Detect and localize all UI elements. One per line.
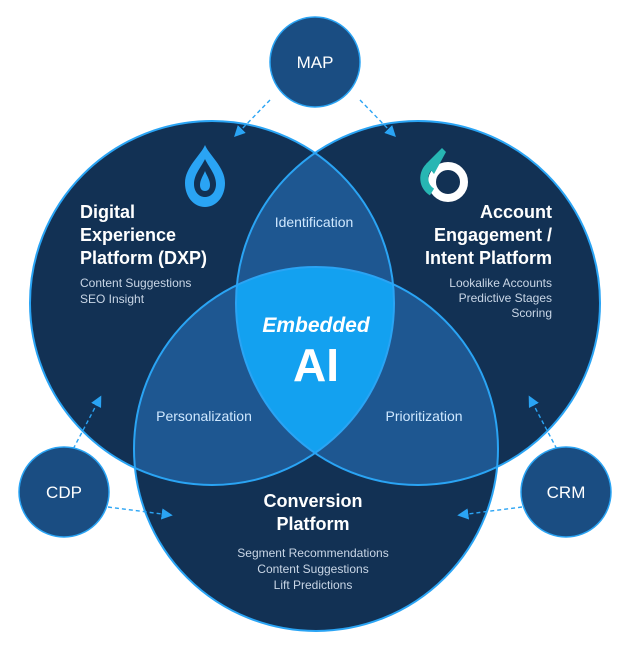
arrow-crm-to-account <box>528 395 561 456</box>
connector-arrows <box>69 99 561 520</box>
node-crm <box>520 446 612 538</box>
account-title-line1: Account <box>480 202 552 222</box>
dxp-item-1: Content Suggestions <box>80 276 191 290</box>
account-item-1: Lookalike Accounts <box>449 276 552 290</box>
arrow-map-to-dxp <box>234 99 271 138</box>
center-line1: Embedded <box>262 314 371 337</box>
account-title-line3: Intent Platform <box>425 248 552 268</box>
conversion-title-line1: Conversion <box>263 491 362 511</box>
overlap-label-personalization: Personalization <box>156 408 252 424</box>
account-title-line2: Engagement / <box>434 225 552 245</box>
arrow-map-to-account <box>359 99 396 138</box>
account-item-2: Predictive Stages <box>459 291 552 305</box>
node-map <box>269 16 361 108</box>
circle-outline-left <box>29 120 395 486</box>
center-line2: AI <box>293 339 339 391</box>
arrow-cdp-to-conversion <box>107 506 173 520</box>
overlap-label-prioritization: Prioritization <box>385 408 462 424</box>
node-cdp <box>18 446 110 538</box>
ring-logo-icon <box>420 148 468 202</box>
conversion-title-line2: Platform <box>276 514 349 534</box>
overlap-label-identification: Identification <box>275 214 354 230</box>
conversion-item-1: Segment Recommendations <box>237 546 388 560</box>
dxp-title-line1: Digital <box>80 202 135 222</box>
arrow-cdp-to-dxp <box>69 395 102 456</box>
arrow-crm-to-conversion <box>457 506 523 520</box>
circle-outline-right <box>235 120 601 486</box>
node-cdp-label: CDP <box>46 483 82 502</box>
dxp-title-line3: Platform (DXP) <box>80 248 207 268</box>
node-crm-label: CRM <box>547 483 586 502</box>
conversion-item-3: Lift Predictions <box>274 578 353 592</box>
dxp-item-2: SEO Insight <box>80 292 145 306</box>
dxp-title-line2: Experience <box>80 225 176 245</box>
conversion-item-2: Content Suggestions <box>257 562 368 576</box>
circle-outline-bottom <box>133 266 499 632</box>
account-item-3: Scoring <box>511 306 552 320</box>
node-map-label: MAP <box>297 53 334 72</box>
drupal-drop-icon <box>185 145 225 207</box>
overlap-center <box>236 267 394 485</box>
